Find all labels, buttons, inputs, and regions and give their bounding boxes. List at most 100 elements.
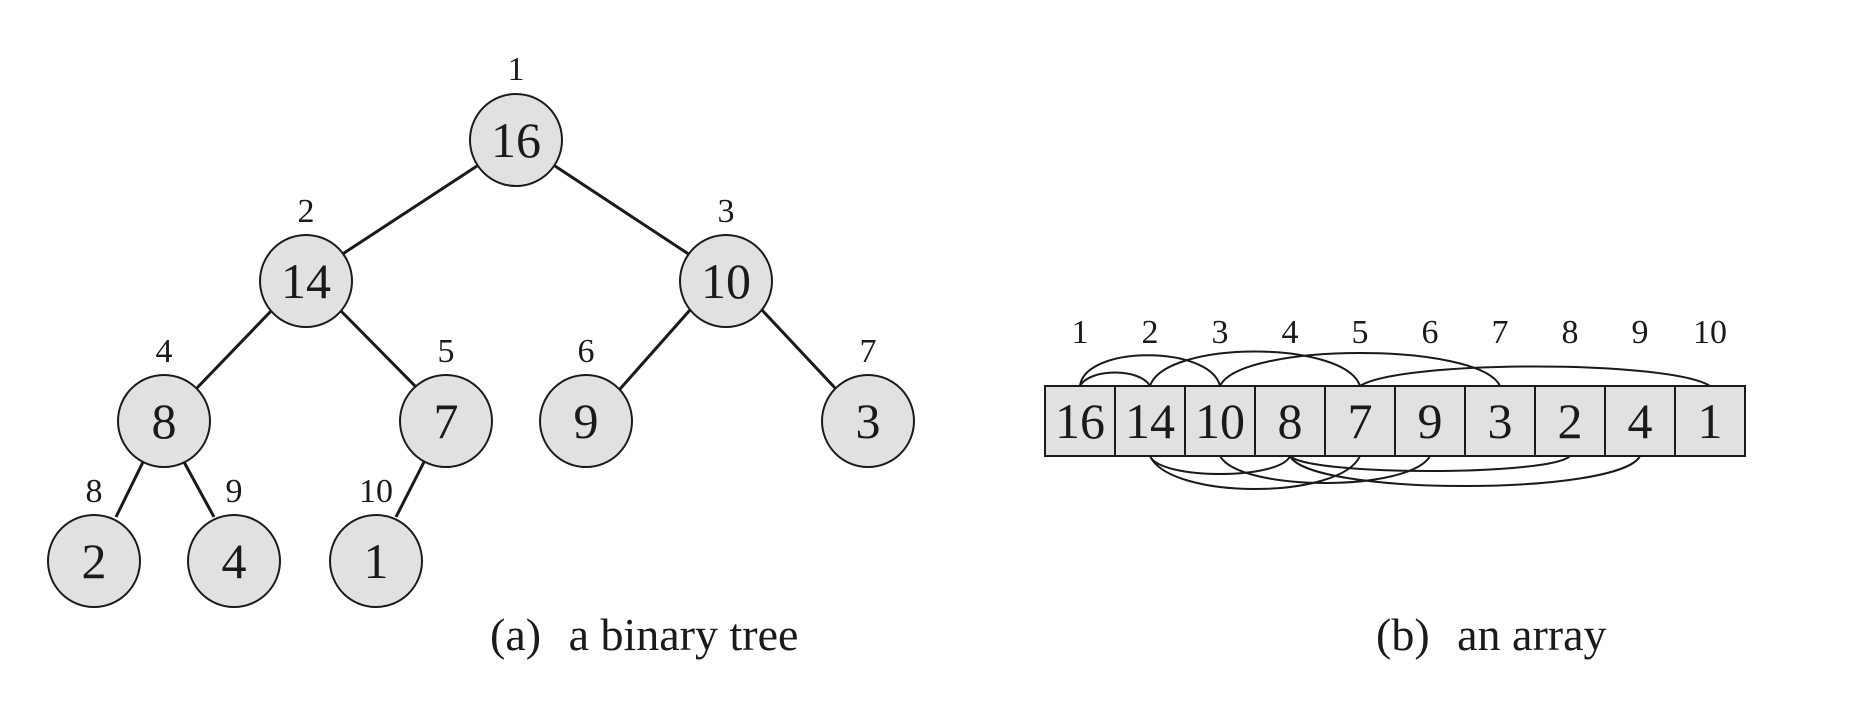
tree-node: 16 1 bbox=[469, 51, 563, 187]
node-index: 1 bbox=[508, 51, 525, 88]
tree-edges bbox=[114, 164, 838, 518]
cell-box bbox=[1534, 385, 1606, 457]
tree-node: 1 10 bbox=[329, 473, 423, 608]
array-cell: 9 6 bbox=[1394, 314, 1466, 457]
node-value: 4 bbox=[222, 533, 247, 589]
cell-value: 16 bbox=[1055, 393, 1105, 449]
node-index: 3 bbox=[718, 193, 735, 230]
node-index: 10 bbox=[359, 473, 393, 510]
tree-node: 4 9 bbox=[187, 473, 281, 608]
link-arc-4-8 bbox=[1289, 455, 1571, 472]
cell-value: 14 bbox=[1125, 393, 1175, 449]
tree-node: 14 2 bbox=[259, 193, 353, 328]
array-cell: 1 10 bbox=[1674, 314, 1746, 457]
cell-value: 8 bbox=[1278, 393, 1303, 449]
cell-index: 5 bbox=[1352, 314, 1369, 351]
cell-index: 2 bbox=[1142, 314, 1159, 351]
cell-index: 3 bbox=[1212, 314, 1229, 351]
cell-box bbox=[1254, 385, 1326, 457]
array: 16 1 14 2 10 3 8 4 7 5 9 6 bbox=[1044, 314, 1746, 660]
cell-box bbox=[1604, 385, 1676, 457]
node-circle bbox=[399, 374, 493, 468]
tree-caption-tag: (a) bbox=[490, 609, 541, 660]
node-index: 8 bbox=[86, 473, 103, 510]
array-cell: 10 3 bbox=[1184, 314, 1256, 457]
tree-node: 3 7 bbox=[821, 333, 915, 468]
edge-2-5 bbox=[338, 308, 420, 391]
node-index: 7 bbox=[860, 333, 877, 370]
binary-tree: 16 1 14 2 10 3 8 4 7 5 9 6 bbox=[47, 51, 915, 660]
cell-index: 1 bbox=[1072, 314, 1089, 351]
node-circle bbox=[187, 514, 281, 608]
cell-box bbox=[1674, 385, 1746, 457]
link-arc-1-3 bbox=[1079, 354, 1221, 387]
node-index: 4 bbox=[156, 333, 173, 370]
tree-node: 9 6 bbox=[539, 333, 633, 468]
cell-index: 9 bbox=[1632, 314, 1649, 351]
array-links-bottom bbox=[1149, 455, 1641, 490]
node-index: 9 bbox=[226, 473, 243, 510]
node-value: 10 bbox=[701, 253, 751, 309]
cell-index: 7 bbox=[1492, 314, 1509, 351]
node-index: 2 bbox=[298, 193, 315, 230]
link-arc-3-7 bbox=[1219, 352, 1501, 387]
node-value: 9 bbox=[574, 393, 599, 449]
array-caption-tag: (b) bbox=[1376, 609, 1430, 660]
node-circle bbox=[259, 234, 353, 328]
link-arc-3-6 bbox=[1219, 455, 1431, 484]
node-index: 6 bbox=[578, 333, 595, 370]
array-cell: 8 4 bbox=[1254, 314, 1326, 457]
node-circle bbox=[329, 514, 423, 608]
cell-box bbox=[1184, 385, 1256, 457]
link-arc-2-5 bbox=[1149, 350, 1361, 387]
cell-box bbox=[1044, 385, 1116, 457]
node-circle bbox=[821, 374, 915, 468]
edge-4-9 bbox=[182, 461, 216, 518]
cell-index: 10 bbox=[1693, 314, 1727, 351]
cell-value: 3 bbox=[1488, 393, 1513, 449]
cell-index: 6 bbox=[1422, 314, 1439, 351]
node-value: 3 bbox=[856, 393, 881, 449]
node-value: 8 bbox=[152, 393, 177, 449]
edge-1-2 bbox=[340, 164, 478, 257]
tree-node: 10 3 bbox=[679, 193, 773, 328]
node-circle bbox=[117, 374, 211, 468]
node-circle bbox=[679, 234, 773, 328]
edge-4-8 bbox=[114, 461, 145, 518]
tree-node: 7 5 bbox=[399, 333, 493, 468]
cell-value: 1 bbox=[1698, 393, 1723, 449]
link-arc-1-2 bbox=[1079, 371, 1151, 387]
array-cell: 7 5 bbox=[1324, 314, 1396, 457]
cell-value: 9 bbox=[1418, 393, 1443, 449]
array-cell: 2 8 bbox=[1534, 314, 1606, 457]
array-cell: 14 2 bbox=[1114, 314, 1186, 457]
cell-index: 8 bbox=[1562, 314, 1579, 351]
node-value: 7 bbox=[434, 393, 459, 449]
cell-value: 10 bbox=[1195, 393, 1245, 449]
edge-5-10 bbox=[394, 461, 426, 518]
link-arc-5-sub bbox=[1149, 455, 1361, 490]
node-circle bbox=[469, 93, 563, 187]
link-arc-4-9 bbox=[1289, 455, 1641, 487]
tree-node: 2 8 bbox=[47, 473, 141, 608]
link-arc-5-10 bbox=[1359, 365, 1711, 387]
node-circle bbox=[539, 374, 633, 468]
node-value: 1 bbox=[364, 533, 389, 589]
cell-index: 4 bbox=[1282, 314, 1299, 351]
array-caption: (b) an array bbox=[1376, 609, 1607, 660]
node-value: 2 bbox=[82, 533, 107, 589]
cell-value: 4 bbox=[1628, 393, 1653, 449]
array-cell: 4 9 bbox=[1604, 314, 1676, 457]
link-arc-2-4 bbox=[1149, 455, 1291, 475]
edge-1-3 bbox=[554, 164, 691, 257]
cell-value: 7 bbox=[1348, 393, 1373, 449]
node-circle bbox=[47, 514, 141, 608]
tree-caption: (a) a binary tree bbox=[490, 609, 798, 660]
node-index: 5 bbox=[438, 333, 455, 370]
cell-box bbox=[1114, 385, 1186, 457]
node-value: 14 bbox=[281, 253, 331, 309]
array-caption-text: an array bbox=[1457, 609, 1606, 660]
cell-value: 2 bbox=[1558, 393, 1583, 449]
array-links-top bbox=[1079, 350, 1711, 387]
